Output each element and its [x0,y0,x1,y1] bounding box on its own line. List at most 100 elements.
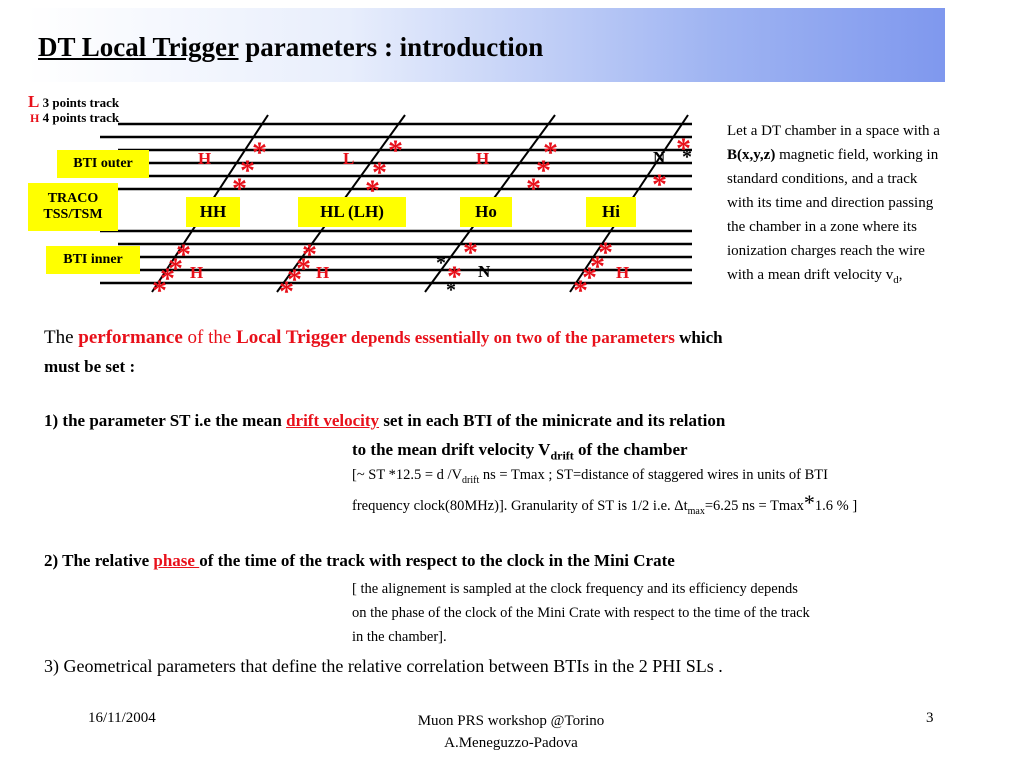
item-2: 2) The relative phase of the time of the… [44,549,675,573]
lower-letter-h2: H [316,263,330,282]
hit-star: * [160,262,175,295]
subscript-drift: drift [550,448,574,463]
label-bti-inner: BTI inner [46,246,140,274]
item2-text: of the time of the track with respect to… [199,551,675,570]
hit-star: * [536,154,551,187]
p1-local-trigger: Local Trigger [236,327,347,348]
hit-star: * [232,172,247,205]
intro-paragraph: The performance of the Local Trigger dep… [44,326,984,350]
p1-which: which [674,328,723,347]
side-line-end: , [898,267,903,283]
item2-text: 2) The relative [44,551,154,570]
b-field-text: B(x,y,z) [727,147,776,163]
slide-title: DT Local Trigger parameters : introducti… [38,32,543,63]
p1-must-be-set: must be set : [44,357,136,376]
footer-date: 16/11/2004 [88,710,156,726]
item1-drift-velocity: drift velocity [286,411,380,430]
hit-star: * [152,274,167,307]
box-hh: HH [186,197,240,227]
legend-l: L 3 points track [28,92,119,112]
hit-star: * [652,168,667,201]
item-3: 3) Geometrical parameters that define th… [44,656,723,676]
item1-text: of the chamber [573,440,688,459]
item-1-note-2: frequency clock(80MHz)]. Granularity of … [352,492,857,523]
title-bar [26,8,945,82]
legend-l-text: 3 points track [42,95,120,110]
legend-l-letter: L [28,92,40,111]
note-text: ns = Tmax ; ST=distance of staggered wir… [479,467,828,483]
hit-star: * [463,236,478,269]
hit-star: * [168,252,183,285]
side-line: ionization charges reach the wire [727,243,925,259]
side-line: Let a DT chamber in a space with a [727,123,940,139]
side-line: with a mean drift velocity vd, [727,263,1017,292]
noise-star: * [436,252,446,274]
hit-star: * [543,136,558,169]
item1-text: 1) the parameter ST i.e the mean [44,411,287,430]
note-text: frequency clock(80MHz)]. Granularity of … [352,498,688,514]
label-traco-line1: TRACO [47,190,99,206]
title-rest: parameters : introduction [238,32,544,62]
item1-text: to the mean drift velocity V [352,440,551,459]
p1-performance: performance [78,327,183,348]
hit-star: * [252,136,267,169]
label-bti-outer: BTI outer [57,150,149,178]
side-line-text: magnetic field, working in [775,147,939,163]
p1-text: of the [182,327,237,348]
hit-star: * [598,236,613,269]
item-2-note-1: [ the alignement is sampled at the clock… [352,581,798,597]
hit-star: * [296,252,311,285]
legend-h: H 4 points track [30,110,119,126]
legend-h-letter: H [30,111,40,125]
footer-author: A.Meneguzzo-Padova [444,735,578,751]
hit-star: * [372,156,387,189]
hit-star: * [388,134,403,167]
upper-letter-n: N [653,148,666,167]
hit-star: * [590,250,605,283]
item2-phase: phase [153,551,200,570]
upper-letter-l: L [343,149,355,168]
item-2-note-2: on the phase of the clock of the Mini Cr… [352,605,810,621]
subscript-max: max [687,505,705,517]
title-underlined: DT Local Trigger [38,32,239,62]
hit-star: * [447,260,462,293]
note-text: 1.6 % ] [814,498,858,514]
note-star: * [803,490,815,515]
box-ho: Ho [460,197,512,227]
side-line: with its time and direction passing [727,195,934,211]
lower-letter-h1: H [190,263,204,282]
hit-star: * [279,275,294,308]
subscript-d: d [893,274,899,286]
hit-star: * [365,174,380,207]
label-traco: TRACO TSS/TSM [28,183,118,231]
box-hl: HL (LH) [298,197,406,227]
legend-h-text: 4 points track [42,110,120,125]
lower-letter-h3: H [616,263,630,282]
box-hi: Hi [586,197,636,227]
footer-page-number: 3 [926,710,934,726]
hit-star: * [176,238,191,271]
upper-letter-h2: H [476,149,490,168]
hit-star: * [302,238,317,271]
p1-text: The [44,327,79,348]
hit-star: * [582,261,597,294]
lower-letter-n: N [478,262,491,281]
item-1-note-1: [~ ST *12.5 = d /Vdrift ns = Tmax ; ST=d… [352,464,828,492]
upper-letter-h1: H [198,149,212,168]
side-line: B(x,y,z) magnetic field, working in [727,143,1017,167]
label-traco-line2: TSS/TSM [43,207,103,222]
item-2-note-3: in the chamber]. [352,629,447,645]
note-text: [~ ST *12.5 = d /V [352,467,463,483]
side-line: the chamber in a zone where its [727,219,917,235]
item1-text: set in each BTI of the minicrate and its… [379,411,726,430]
footer-center: Muon PRS workshop @Torino A.Meneguzzo-Pa… [380,710,642,754]
hit-star: * [287,263,302,296]
p1-depends: depends essentially on two of the parame… [346,328,675,347]
side-description: Let a DT chamber in a space with a B(x,y… [727,119,1017,292]
hit-star: * [240,154,255,187]
footer-event: Muon PRS workshop @Torino [417,713,605,729]
item-1: 1) the parameter ST i.e the mean drift v… [44,409,725,433]
hit-star: * [573,274,588,307]
noise-star: * [446,279,456,301]
subscript-drift: drift [462,474,480,486]
